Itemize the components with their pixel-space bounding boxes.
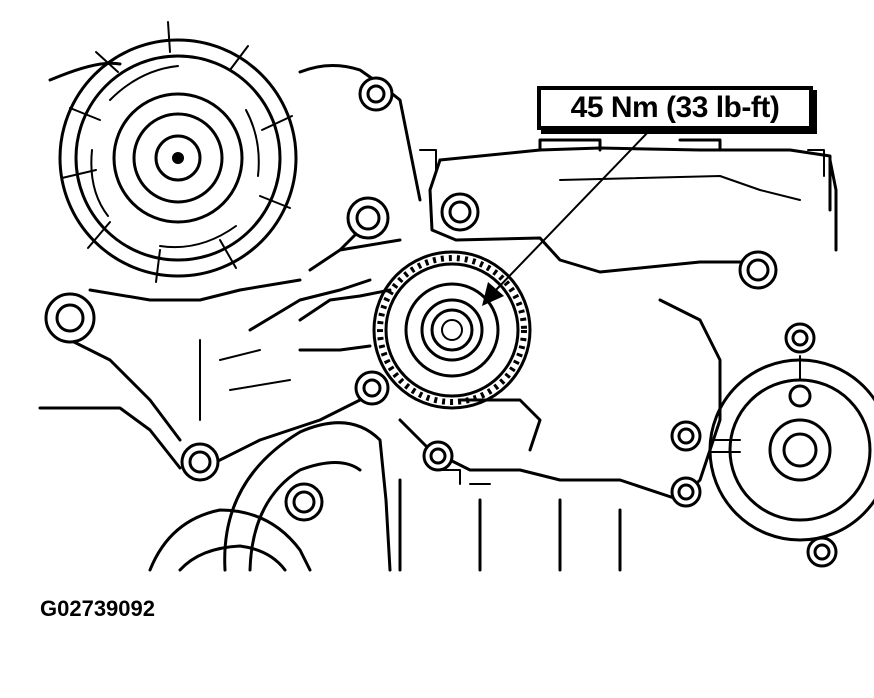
figure-id-label: G02739092	[40, 596, 155, 621]
torque-spec-label: 45 Nm (33 lb-ft)	[570, 91, 780, 124]
torque-callout: 45 Nm (33 lb-ft)	[537, 86, 813, 130]
engine-block-outline	[38, 61, 838, 572]
mounting-bosses	[44, 76, 838, 568]
upper-pulley	[58, 21, 298, 283]
leader-arrow	[482, 129, 651, 306]
lower-middle-pulley	[148, 421, 392, 572]
right-pulley	[708, 355, 874, 542]
bracket-details	[419, 149, 825, 485]
tensioner-pulley	[298, 250, 532, 410]
